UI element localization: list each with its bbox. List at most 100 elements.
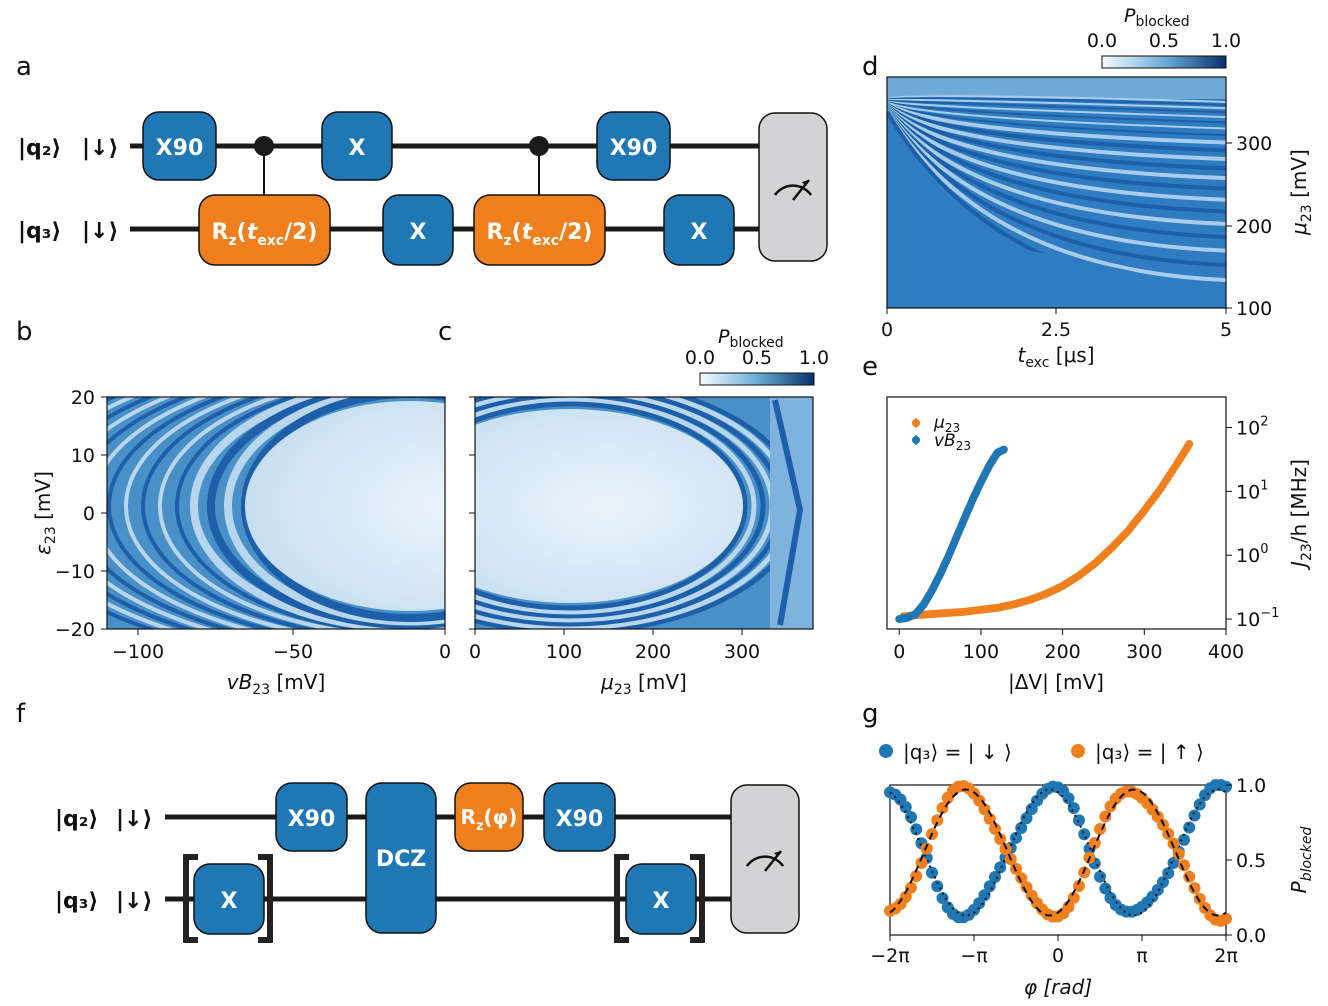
g-point-up <box>920 842 933 855</box>
f-q2-init: |↓⟩ <box>116 807 153 832</box>
c-xlabel: μ <box>600 670 614 694</box>
c-xtick: 0 <box>469 641 481 663</box>
e-point-vb23 <box>999 445 1008 454</box>
f-q3-label: |q₃⟩ <box>55 889 98 914</box>
q3-label: |q₃⟩ <box>18 219 61 244</box>
heatmap-d-fringe <box>887 99 1226 114</box>
e-xtick: 0 <box>893 641 905 663</box>
d-xlabel: t <box>1017 343 1026 367</box>
colorbar-d: Pblocked 0.0 0.5 1.0 <box>1087 5 1241 69</box>
panel-label-b: b <box>16 317 33 347</box>
g-point-up <box>905 881 917 894</box>
gate-rz-1: Rz(texc/2) <box>198 194 331 266</box>
rz-2-z: z <box>503 233 511 249</box>
cb-d-label: P <box>1124 5 1136 27</box>
legend-e-1: vB <box>934 431 956 451</box>
rz-1-close: /2) <box>284 220 317 245</box>
g-point-down <box>1178 833 1190 846</box>
cb-bc-tick-0: 0.0 <box>685 347 715 369</box>
heatmap-d-top <box>887 77 1226 99</box>
gate-f-x90-2: X90 <box>543 782 616 852</box>
panel-label-e: e <box>862 352 878 382</box>
e-ylabel-unit: /h [MHz] <box>1287 459 1311 543</box>
meter-icon <box>773 184 813 196</box>
cb-bc-label: P <box>718 326 730 348</box>
g-point-down <box>1020 812 1033 825</box>
g-ytick: 0.5 <box>1236 850 1266 872</box>
g-point-down <box>1220 780 1232 793</box>
heatmap-d-fringe <box>887 106 1226 202</box>
legend-g-1: |q₃⟩ = | ↑ ⟩ <box>1095 740 1204 764</box>
f-q2-label: |q₂⟩ <box>55 807 98 832</box>
g-point-down <box>1099 882 1112 895</box>
heatmap-d-fringe <box>887 97 1226 106</box>
gate-f-x-1-label: X <box>221 889 238 914</box>
svg-text:Rz(texc/2): Rz(texc/2) <box>212 220 318 249</box>
g-point-down <box>1010 831 1022 844</box>
g-point-up <box>1188 882 1201 895</box>
svg-text:Pblocked: Pblocked <box>718 326 784 351</box>
g-fit-down <box>889 788 1227 917</box>
heatmap-d-fringe <box>887 100 1226 119</box>
gate-x-q2: X <box>321 111 393 181</box>
e-xtick: 200 <box>1044 641 1080 663</box>
c-xtick: 100 <box>546 641 582 663</box>
b-ytick: −10 <box>55 561 95 583</box>
e-ytick: 101 <box>1236 478 1268 503</box>
d-ylabel: μ <box>1287 222 1311 236</box>
g-point-down <box>1162 867 1175 880</box>
rz-1-open: ( <box>237 220 247 245</box>
g-point-down <box>1073 814 1085 827</box>
rz-2-close: /2) <box>559 220 592 245</box>
d-xtick: 5 <box>1220 319 1232 341</box>
rz-2-t: t <box>522 220 534 245</box>
heatmap-b-center <box>245 401 445 611</box>
e-ytick: 102 <box>1236 414 1268 439</box>
e-xlabel: |ΔV| [mV] <box>1008 670 1104 694</box>
g-point-up <box>1183 870 1196 883</box>
g-xtick: −2π <box>870 945 909 967</box>
g-point-down <box>1015 821 1028 834</box>
g-point-down <box>978 889 991 902</box>
gate-x-q2-label: X <box>349 136 366 161</box>
svg-text:texc [μs]: texc [μs] <box>1017 343 1094 371</box>
gate-f-rz: Rz(φ) <box>454 782 524 852</box>
e-ylabel-sub: 23 <box>1299 543 1315 561</box>
e-xtick: 400 <box>1208 641 1244 663</box>
heatmap-d-fringe <box>887 102 1226 153</box>
legend-e-1-sub: 23 <box>956 439 971 453</box>
heatmap-d-fringe <box>887 107 1226 226</box>
b-xtick: −100 <box>112 641 164 663</box>
gate-f-x-2-label: X <box>653 889 670 914</box>
c-xlabel-sub: 23 <box>614 682 632 698</box>
legend-e: μ23 vB23 <box>912 413 971 453</box>
heatmap-c-ring <box>475 397 757 615</box>
svg-text:J23/h [MHz]: J23/h [MHz] <box>1287 459 1315 571</box>
d-ytick: 300 <box>1236 133 1272 155</box>
e-xtick: 300 <box>1126 641 1162 663</box>
bracket-left <box>183 854 273 943</box>
heatmap-c-crossing <box>772 399 804 626</box>
g-point-down <box>905 811 917 824</box>
svg-text:Rz(φ): Rz(φ) <box>461 805 518 834</box>
cb-d-tick-2: 1.0 <box>1211 30 1241 52</box>
heatmap-d-fringe <box>887 106 1226 214</box>
gate-x90-1-label: X90 <box>156 136 204 161</box>
d-xlabel-sub: exc <box>1025 355 1049 371</box>
d-ytick: 100 <box>1236 298 1272 320</box>
b-ytick: 10 <box>71 445 95 467</box>
gate-f-x-1: X <box>193 863 265 935</box>
heatmap-d-fringe <box>887 109 1226 268</box>
gate-x-q3-1: X <box>382 194 454 266</box>
heatmap-c-center <box>475 409 743 603</box>
heatmap-d-fringe <box>887 109 1226 282</box>
control-dot-2 <box>529 136 549 196</box>
g-point-down <box>1078 828 1091 841</box>
b-xlabel-unit: [mV] <box>270 670 325 694</box>
g-point-up <box>989 822 1001 835</box>
control-dot-1 <box>254 136 274 196</box>
heatmap-d-bottom <box>887 230 1226 308</box>
heatmap-d-fringe <box>887 103 1226 161</box>
cb-bc-tick-2: 1.0 <box>799 347 829 369</box>
